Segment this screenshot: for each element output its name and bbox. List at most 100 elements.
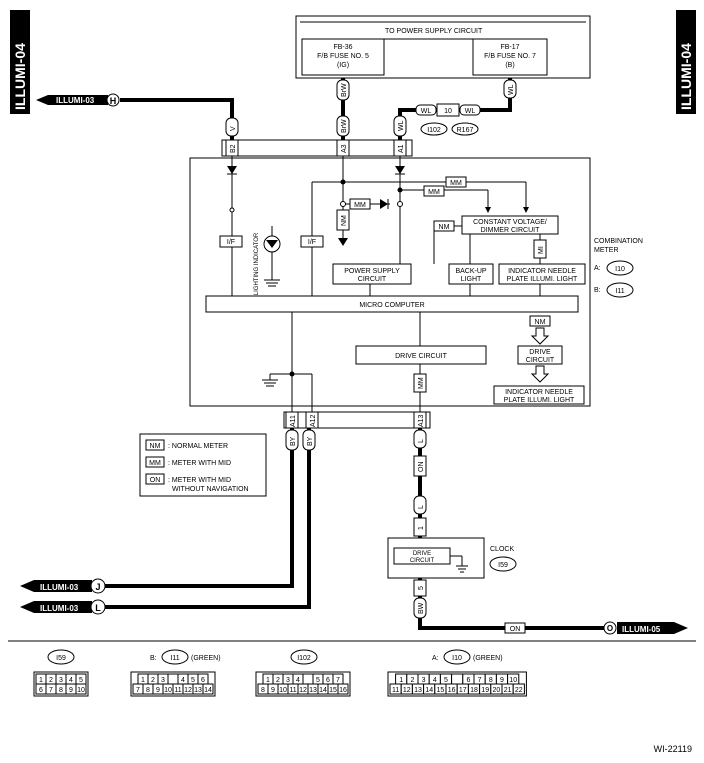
connector-pin-number: 8 — [146, 687, 150, 694]
label-pin-5: 5 — [413, 579, 427, 597]
svg-text:DRIVE: DRIVE — [529, 349, 551, 356]
svg-text:WITHOUT NAVIGATION: WITHOUT NAVIGATION — [172, 486, 249, 493]
svg-text:I102: I102 — [427, 127, 441, 134]
connector-pin-number: 20 — [493, 687, 501, 694]
svg-text:I10: I10 — [615, 266, 625, 273]
connector-pin-number: 13 — [414, 687, 422, 694]
svg-text:WL: WL — [398, 120, 405, 131]
svg-text:ILLUMI-05: ILLUMI-05 — [622, 625, 661, 634]
label-v: V — [225, 117, 239, 137]
svg-text:I/F: I/F — [308, 239, 316, 246]
wire-by-2 — [98, 428, 311, 609]
svg-text:FB-36: FB-36 — [333, 44, 352, 51]
connector-pin-number: 10 — [509, 677, 517, 684]
connector-pin-number: 10 — [77, 687, 85, 694]
tag-mm-4: MM — [413, 373, 427, 393]
svg-text:: METER WITH MID: : METER WITH MID — [168, 460, 231, 467]
indicator-needle-light-2: INDICATOR NEEDLE PLATE ILLUMI. LIGHT — [493, 385, 585, 405]
svg-text:MM: MM — [428, 189, 440, 196]
svg-text:TO POWER SUPPLY CIRCUIT: TO POWER SUPPLY CIRCUIT — [385, 28, 483, 35]
svg-text:MI: MI — [538, 246, 545, 254]
legend: NM : NORMAL METER MM : METER WITH MID ON… — [139, 433, 267, 497]
svg-text:F/B FUSE NO. 7: F/B FUSE NO. 7 — [484, 53, 536, 60]
off-page-o: O ILLUMI-05 — [603, 621, 688, 635]
connector-pin-number: 16 — [339, 687, 347, 694]
drive-circuit-small: DRIVE CIRCUIT — [517, 345, 563, 365]
connector-pin-number: 16 — [448, 687, 456, 694]
connector-pin-number: 21 — [504, 687, 512, 694]
connector-pin-number: 7 — [478, 677, 482, 684]
connector-pin-number: 4 — [296, 677, 300, 684]
connector-pin-number: 12 — [403, 687, 411, 694]
if-box-1: I/F — [219, 235, 243, 248]
svg-text:J: J — [95, 582, 100, 592]
connector-pin-number: 3 — [59, 677, 63, 684]
svg-text:ON: ON — [150, 477, 161, 484]
svg-text:I102: I102 — [297, 655, 311, 662]
svg-text:POWER SUPPLY: POWER SUPPLY — [344, 268, 400, 275]
meter-ground — [262, 379, 278, 387]
connector-pin-number: 11 — [289, 687, 296, 694]
svg-text:V: V — [230, 126, 237, 131]
connector-pin-number: 11 — [392, 687, 399, 694]
svg-text:10: 10 — [444, 108, 452, 115]
svg-text:ILLUMI-03: ILLUMI-03 — [40, 583, 79, 592]
tag-mm-2: MM — [445, 176, 467, 188]
svg-text:CIRCUIT: CIRCUIT — [526, 357, 555, 364]
label-bw: BW — [413, 597, 427, 619]
connector-pin-cell — [512, 683, 525, 695]
svg-text:5: 5 — [418, 586, 425, 590]
svg-text:DIMMER CIRCUIT: DIMMER CIRCUIT — [481, 227, 540, 234]
connector-pin-number: 7 — [336, 677, 340, 684]
svg-text:WL: WL — [508, 84, 515, 95]
svg-text:METER: METER — [594, 247, 619, 254]
connector-pin-number: 22 — [515, 687, 523, 694]
tag-nm-3: NM — [529, 315, 551, 327]
svg-text:B:: B: — [150, 655, 157, 662]
svg-text:A:: A: — [432, 655, 439, 662]
connector-pin-number: 6 — [326, 677, 330, 684]
label-wl-10: WL 10 WL — [415, 103, 481, 117]
svg-text:NM: NM — [341, 215, 348, 226]
connector-pin-number: 17 — [459, 687, 467, 694]
off-page-j: ILLUMI-03 J — [20, 578, 106, 594]
page-tab-left: ILLUMI-04 — [10, 10, 30, 114]
svg-text:R167: R167 — [457, 127, 474, 134]
svg-text:ILLUMI-03: ILLUMI-03 — [56, 96, 95, 105]
connector-pin-number: 2 — [410, 677, 414, 684]
tag-mi: MI — [533, 239, 547, 259]
connector-pin-number: 1 — [141, 677, 145, 684]
clock-box: DRIVE CIRCUIT CLOCK I59 — [387, 537, 517, 579]
connector-pin-cell — [202, 683, 214, 695]
svg-text:LIGHTING INDICATOR: LIGHTING INDICATOR — [254, 232, 260, 295]
connector-pin-number: 7 — [136, 687, 140, 694]
svg-text:NM: NM — [150, 443, 161, 450]
svg-text:O: O — [607, 624, 613, 633]
arrow-down-2 — [530, 365, 550, 383]
svg-text:I/F: I/F — [227, 239, 235, 246]
svg-text:L: L — [95, 603, 101, 613]
tag-nm-2: NM — [433, 220, 455, 232]
svg-text:ILLUMI-03: ILLUMI-03 — [40, 604, 79, 613]
svg-text:F/B FUSE NO. 5: F/B FUSE NO. 5 — [317, 53, 369, 60]
connector-pin-number: 1 — [39, 677, 43, 684]
connector-pin-number: 6 — [39, 687, 43, 694]
connector-pin-number: 3 — [161, 677, 165, 684]
connector-pin-cell — [167, 673, 179, 685]
svg-text:B2: B2 — [230, 144, 237, 153]
svg-text:I59: I59 — [498, 562, 508, 569]
pin-a13: A13 — [413, 411, 427, 429]
connector-pin-number: 13 — [309, 687, 317, 694]
svg-text:I11: I11 — [615, 288, 624, 295]
label-by-1: BY — [285, 429, 299, 451]
svg-text:CLOCK: CLOCK — [490, 546, 514, 553]
connector-strip-bottom — [283, 411, 431, 429]
micro-computer: MICRO COMPUTER — [205, 295, 579, 313]
label-l-2: L — [413, 495, 427, 515]
connector-pin-number: 5 — [444, 677, 448, 684]
svg-text:: NORMAL METER: : NORMAL METER — [168, 443, 228, 450]
connector-pin-number: 5 — [316, 677, 320, 684]
svg-text:A1: A1 — [398, 144, 405, 153]
